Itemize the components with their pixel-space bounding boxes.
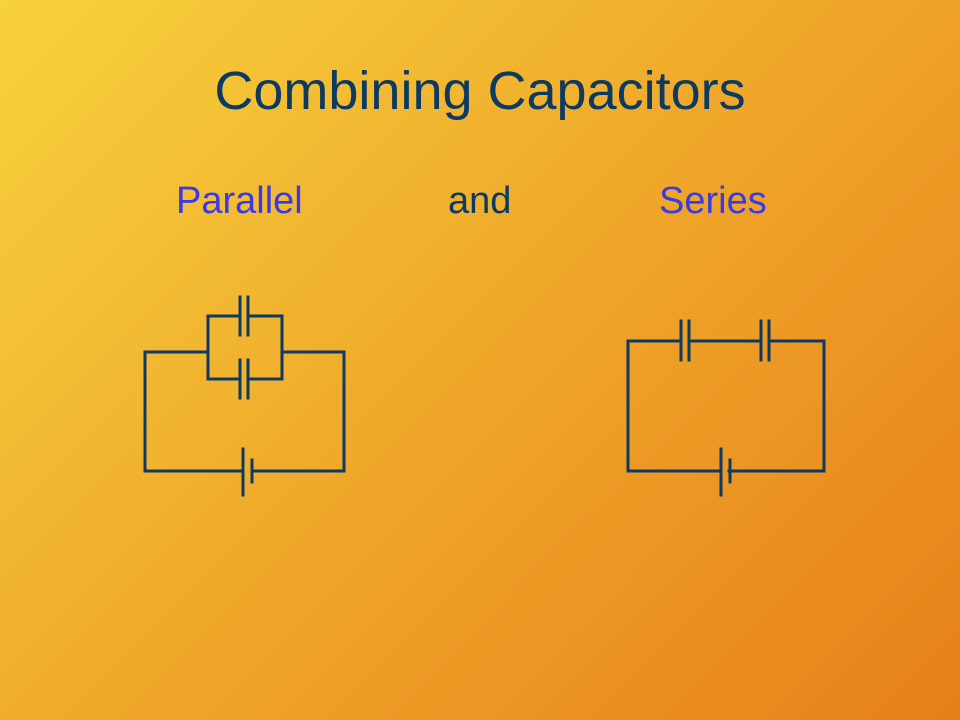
parallel-label: Parallel (176, 180, 303, 222)
slide-title: Combining Capacitors (214, 61, 746, 121)
series-wire-left (626, 339, 720, 473)
series-wire-right (727, 339, 826, 473)
parallel-circuit (143, 295, 346, 497)
series-circuit (626, 319, 826, 497)
series-label: Series (659, 180, 767, 222)
parallel-wire-right (250, 350, 346, 473)
parallel-wire-left (143, 350, 242, 473)
and-label: and (448, 180, 512, 222)
